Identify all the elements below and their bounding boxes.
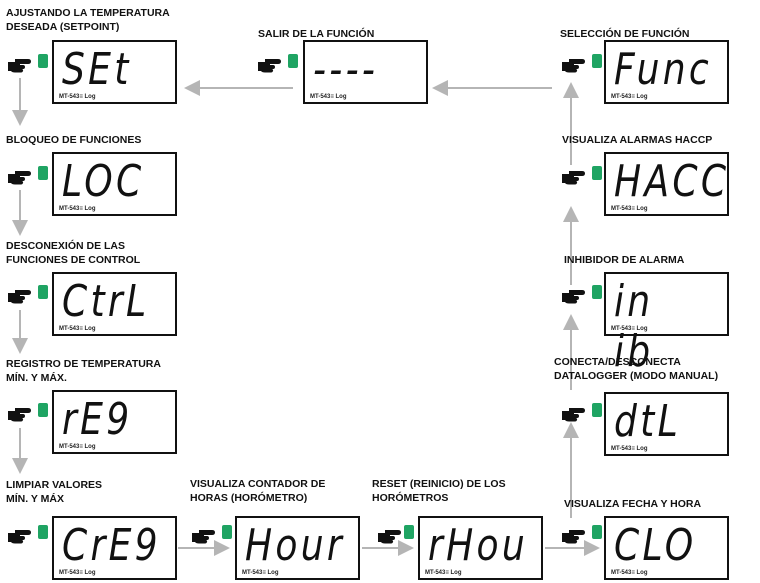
pointing-hand-icon <box>258 59 281 73</box>
lcd-readout: CrE9 <box>62 520 161 571</box>
key-button-icon <box>38 525 48 539</box>
lcd-readout: Hour <box>245 520 346 571</box>
model-label: MT-543≡ Log <box>59 94 96 100</box>
key-button-icon <box>38 403 48 417</box>
lcd-display-exit: ----MT-543≡ Log <box>303 40 428 104</box>
pointing-hand-icon <box>8 171 31 185</box>
lcd-readout: in ib <box>614 276 654 377</box>
pointing-hand-icon <box>562 530 585 544</box>
step-label-func: SELECCIÓN DE FUNCIÓN <box>560 28 690 40</box>
pointing-hand-icon <box>562 408 585 422</box>
key-button-icon <box>592 54 602 68</box>
lcd-readout: Func <box>614 44 712 95</box>
lcd-readout: SEt <box>62 44 132 95</box>
model-label: MT-543≡ Log <box>611 206 648 212</box>
model-label: MT-543≡ Log <box>611 446 648 452</box>
key-button-icon <box>592 285 602 299</box>
model-label: MT-543≡ Log <box>611 326 648 332</box>
key-button-icon <box>38 166 48 180</box>
model-label: MT-543≡ Log <box>59 326 96 332</box>
model-label: MT-543≡ Log <box>59 570 96 576</box>
model-label: MT-543≡ Log <box>59 206 96 212</box>
pointing-hand-icon <box>8 408 31 422</box>
key-button-icon <box>38 285 48 299</box>
lcd-readout: ---- <box>313 44 379 95</box>
model-label: MT-543≡ Log <box>611 570 648 576</box>
lcd-readout: dtL <box>614 396 681 447</box>
pointing-hand-icon <box>562 59 585 73</box>
pointing-hand-icon <box>378 530 401 544</box>
pointing-hand-icon <box>8 59 31 73</box>
step-label-clo: VISUALIZA FECHA Y HORA <box>564 498 702 510</box>
model-label: MT-543≡ Log <box>242 570 279 576</box>
lcd-readout: CtrL <box>62 276 150 327</box>
model-label: MT-543≡ Log <box>611 94 648 100</box>
lcd-readout: CLO <box>614 520 697 571</box>
lcd-readout: HACC <box>614 156 730 207</box>
model-label: MT-543≡ Log <box>310 94 347 100</box>
step-label-exit: SALIR DE LA FUNCIÓN <box>258 28 375 40</box>
key-button-icon <box>222 525 232 539</box>
key-button-icon <box>592 166 602 180</box>
lcd-readout: LOC <box>62 156 145 207</box>
pointing-hand-icon <box>192 530 215 544</box>
lcd-readout: rE9 <box>62 394 133 445</box>
pointing-hand-icon <box>8 530 31 544</box>
key-button-icon <box>38 54 48 68</box>
pointing-hand-icon <box>8 290 31 304</box>
pointing-hand-icon <box>562 290 585 304</box>
key-button-icon <box>592 525 602 539</box>
key-button-icon <box>592 403 602 417</box>
lcd-readout: rHou <box>428 520 529 571</box>
pointing-hand-icon <box>562 171 585 185</box>
step-label-inib: INHIBIDOR DE ALARMA <box>564 254 685 266</box>
model-label: MT-543≡ Log <box>425 570 462 576</box>
model-label: MT-543≡ Log <box>59 444 96 450</box>
step-label-hacc: VISUALIZA ALARMAS HACCP <box>562 134 713 146</box>
step-label-loc: BLOQUEO DE FUNCIONES <box>6 134 142 146</box>
key-button-icon <box>288 54 298 68</box>
key-button-icon <box>404 525 414 539</box>
